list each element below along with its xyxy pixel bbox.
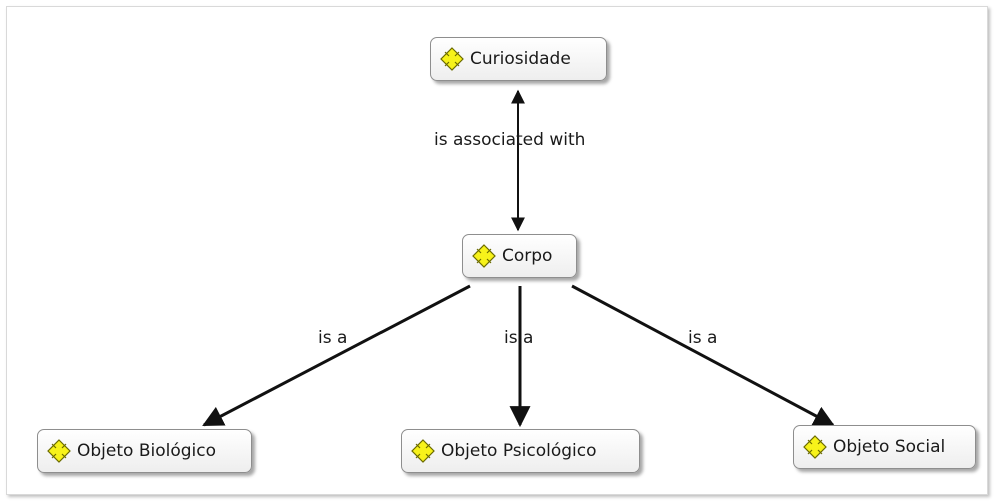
link-label-is-a-middle[interactable]: is a	[504, 328, 534, 348]
concept-node-objeto-biologico[interactable]: Objeto Biológico	[37, 429, 252, 473]
link-label-is-a-right[interactable]: is a	[688, 328, 718, 348]
concept-label-objeto-biologico: Objeto Biológico	[77, 441, 216, 461]
concept-node-objeto-psicologico[interactable]: Objeto Psicológico	[401, 429, 640, 473]
edge-corpo-objeto-social	[571, 284, 835, 427]
concept-icon	[440, 47, 464, 71]
link-label-associated[interactable]: is associated with	[434, 130, 586, 150]
concept-label-curiosidade: Curiosidade	[470, 49, 571, 69]
concept-node-curiosidade[interactable]: Curiosidade	[430, 37, 607, 81]
concept-icon	[411, 439, 435, 463]
concept-icon	[803, 435, 827, 459]
edge-corpo-objeto-biologico	[202, 284, 471, 427]
concept-label-objeto-psicologico: Objeto Psicológico	[441, 441, 597, 461]
concept-label-corpo: Corpo	[502, 246, 553, 266]
concept-icon	[472, 244, 496, 268]
concept-node-corpo[interactable]: Corpo	[462, 234, 577, 278]
concept-node-objeto-social[interactable]: Objeto Social	[793, 425, 976, 469]
concept-label-objeto-social: Objeto Social	[833, 437, 946, 457]
concept-icon	[47, 439, 71, 463]
link-label-is-a-left[interactable]: is a	[318, 328, 348, 348]
